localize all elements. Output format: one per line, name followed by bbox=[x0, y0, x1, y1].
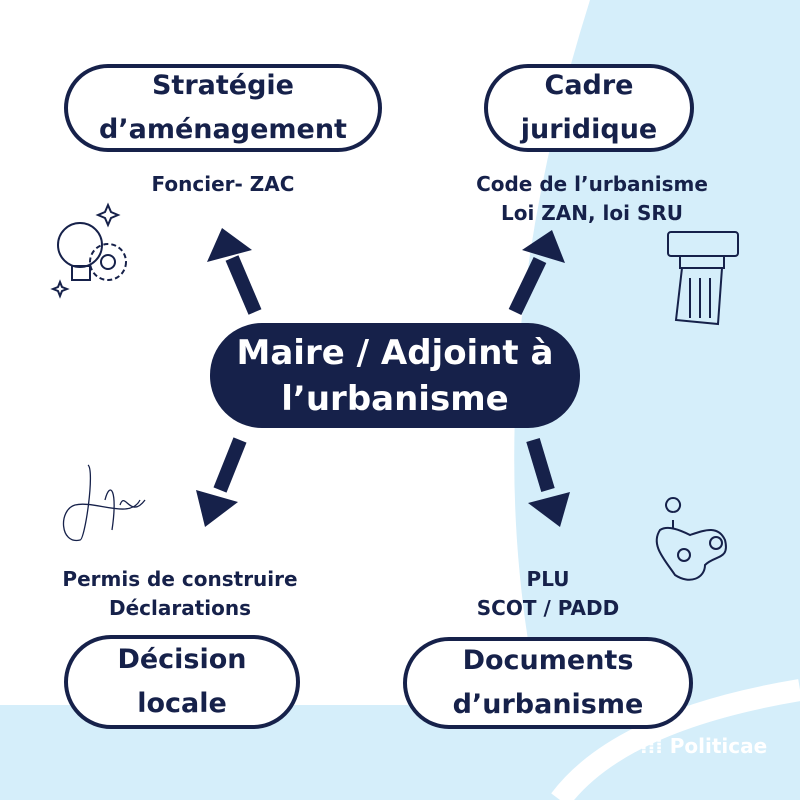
map-pins-icon bbox=[655, 497, 727, 581]
node-details-cadre: Code de l’urbanisme Loi ZAN, loi SRU bbox=[440, 170, 744, 228]
arrow-to-decision bbox=[196, 437, 247, 527]
node-details-strategie: Foncier- ZAC bbox=[64, 170, 382, 199]
center-title: l’urbanisme bbox=[281, 378, 509, 419]
node-details-documents: PLU SCOT / PADD bbox=[405, 565, 691, 623]
brand-logo: ⁞⁞⁞ Politicae bbox=[640, 733, 767, 759]
detail-line: Déclarations bbox=[108, 596, 252, 620]
logo-icon: ⁞⁞⁞ bbox=[640, 734, 670, 758]
detail-line: Permis de construire bbox=[62, 567, 298, 591]
detail-line: Code de l’urbanisme bbox=[476, 172, 708, 196]
node-title: Documents bbox=[462, 645, 634, 676]
column-icon bbox=[667, 231, 739, 326]
detail-line: Loi ZAN, loi SRU bbox=[500, 201, 684, 225]
center-title: Maire / Adjoint à bbox=[236, 332, 554, 373]
node-details-decision: Permis de construire Déclarations bbox=[30, 565, 330, 623]
detail-line: Foncier- ZAC bbox=[151, 172, 295, 196]
node-title: locale bbox=[137, 688, 227, 719]
signature-icon bbox=[62, 464, 146, 541]
node-title: d’aménagement bbox=[99, 114, 347, 145]
node-title: Décision bbox=[117, 644, 247, 675]
node-title: d’urbanisme bbox=[452, 689, 644, 720]
node-title: juridique bbox=[520, 114, 658, 145]
node-title: Stratégie bbox=[151, 70, 294, 101]
lightbulb-gear-icon bbox=[50, 202, 127, 299]
central-node: Maire / Adjoint à l’urbanisme bbox=[210, 323, 580, 428]
detail-line: PLU bbox=[526, 567, 570, 591]
node-decision: Décision locale bbox=[64, 635, 300, 729]
node-cadre: Cadre juridique bbox=[484, 64, 694, 152]
arrow-to-strategie bbox=[207, 228, 262, 315]
node-strategie: Stratégie d’aménagement bbox=[64, 64, 382, 152]
brand-name: Politicae bbox=[669, 734, 768, 758]
detail-line: SCOT / PADD bbox=[476, 596, 620, 620]
node-documents: Documents d’urbanisme bbox=[403, 637, 693, 729]
node-title: Cadre bbox=[544, 70, 634, 101]
arrow-to-documents bbox=[526, 437, 570, 527]
arrow-to-cadre bbox=[508, 230, 565, 316]
